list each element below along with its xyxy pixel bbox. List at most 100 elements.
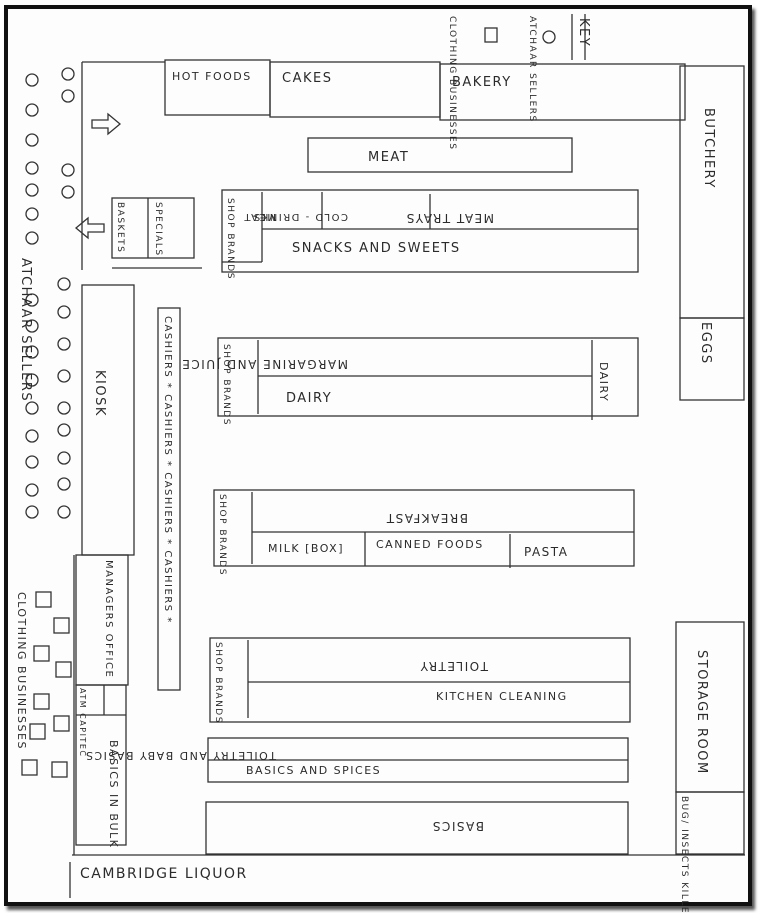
meat-small-label: MEAT <box>243 211 276 222</box>
shop-brands-2-label: SHOP BRANDS <box>221 344 231 426</box>
atchaar-seller-marker <box>57 505 71 519</box>
clothing-business-marker <box>51 761 68 778</box>
hot-foods-label: HOT FOODS <box>172 70 252 83</box>
eggs-counter <box>679 317 745 401</box>
exit-arrow-icon <box>74 216 105 240</box>
meat-label: MEAT <box>368 150 409 165</box>
eggs-label: EGGS <box>698 322 713 365</box>
cambridge-liquor-label: CAMBRIDGE LIQUOR <box>80 866 248 882</box>
basics-spices-label: BASICS AND SPICES <box>246 764 381 777</box>
key-title: KEY <box>576 18 591 47</box>
atchaar-seller-marker <box>25 161 39 175</box>
dairy-end-label: DAIRY <box>597 362 610 402</box>
aisle-1 <box>221 189 639 273</box>
shop-brands-4-label: SHOP BRANDS <box>213 642 223 724</box>
atchaar-seller-marker <box>25 293 39 307</box>
hot-foods-counter <box>164 59 271 116</box>
map-frame <box>4 5 752 906</box>
atm-capitec-label: ATM CAPITEC <box>78 688 87 757</box>
atchaar-seller-marker <box>57 423 71 437</box>
aisle-2 <box>217 337 639 417</box>
storage-room-label: STORAGE ROOM <box>694 650 709 775</box>
shop-brands-3-label: SHOP BRANDS <box>217 494 227 576</box>
toiletry-label: TOILETRY <box>419 659 489 673</box>
cashiers-lane <box>157 307 181 691</box>
atchaar-seller-marker <box>57 477 71 491</box>
atchaar-seller-marker <box>57 369 71 383</box>
atchaar-seller-marker <box>57 337 71 351</box>
atchaar-seller-marker <box>25 207 39 221</box>
basics-in-bulk-label: BASICS IN BULK <box>107 740 120 848</box>
clothing-business-marker <box>35 591 52 608</box>
atchaar-seller-marker <box>25 73 39 87</box>
bug-killers-counter <box>675 791 745 855</box>
snacks-label: SNACKS AND SWEETS <box>292 241 461 256</box>
key-clothing-label: CLOTHING BUSINESSES <box>447 16 457 150</box>
specials-label: SPECIALS <box>153 202 163 257</box>
clothing-business-marker <box>33 693 50 710</box>
atchaar-seller-marker <box>57 401 71 415</box>
atchaar-seller-marker <box>61 89 75 103</box>
kitchen-cleaning-label: KITCHEN CLEANING <box>436 690 568 703</box>
clothing-business-marker <box>33 645 50 662</box>
basics-label: BASICS <box>431 819 484 833</box>
atchaar-seller-marker <box>25 429 39 443</box>
atchaar-seller-marker <box>57 451 71 465</box>
baskets-label: BASKETS <box>115 202 125 253</box>
square-symbol-icon <box>484 27 498 43</box>
pasta-label: PASTA <box>524 545 568 559</box>
atchaar-seller-marker <box>61 185 75 199</box>
aisle-6 <box>205 801 629 855</box>
storage-room <box>675 621 745 793</box>
atchaar-sellers-label: ATCHAAR SELLERS <box>18 258 33 402</box>
atchaar-seller-marker <box>25 133 39 147</box>
atchaar-seller-marker <box>25 345 39 359</box>
clothing-business-marker <box>21 759 38 776</box>
canned-foods-label: CANNED FOODS <box>376 538 484 551</box>
baskets-specials-box <box>111 197 195 259</box>
bug-killers-label: BUG/ INSECTS KILLERS <box>679 796 689 913</box>
atchaar-seller-marker <box>25 373 39 387</box>
clothing-business-marker <box>29 723 46 740</box>
cashiers-label: CASHIERS * CASHIERS * CASHIERS * CASHIER… <box>162 316 173 624</box>
aisle-4 <box>209 637 631 723</box>
toiletry-baby-label: TOILETRY AND BABY BASICS <box>85 749 278 762</box>
atchaar-seller-marker <box>25 483 39 497</box>
kiosk <box>81 284 135 556</box>
atchaar-seller-marker <box>25 103 39 117</box>
clothing-business-marker <box>53 715 70 732</box>
dairy-label: DAIRY <box>286 391 332 406</box>
atchaar-seller-marker <box>57 305 71 319</box>
milk-box-label: MILK [BOX] <box>268 542 344 555</box>
bakery-label: BAKERY <box>452 75 512 90</box>
atchaar-seller-marker <box>25 183 39 197</box>
managers-office-label: MANAGERS OFFICE <box>103 560 114 678</box>
clothing-markers <box>21 591 72 778</box>
atchaar-seller-marker <box>61 163 75 177</box>
managers-office <box>75 554 129 686</box>
atchaar-seller-marker <box>25 505 39 519</box>
kiosk-label: KIOSK <box>92 370 107 417</box>
margarine-label: MARGARINE AND JUICE <box>181 357 348 371</box>
atchaar-seller-marker <box>61 67 75 81</box>
clothing-business-marker <box>55 661 72 678</box>
bakery-counter <box>439 63 686 121</box>
butchery-label: BUTCHERY <box>701 108 716 189</box>
cold-drinks-label: COLD - DRINKS <box>252 211 348 222</box>
atchaar-seller-marker <box>25 319 39 333</box>
shop-brands-1-label: SHOP BRANDS <box>225 198 235 280</box>
basics-in-bulk <box>75 684 127 846</box>
clothing-businesses-label: CLOTHING BUSINESSES <box>15 592 28 750</box>
atchaar-sellers-markers <box>25 67 75 519</box>
clothing-business-marker <box>53 617 70 634</box>
key-atchaar-label: ATCHAAR SELLERS <box>527 16 537 123</box>
circle-symbol-icon <box>542 30 556 44</box>
entrance-arrow-icon <box>91 112 122 136</box>
butchery-counter <box>679 65 745 319</box>
atchaar-seller-marker <box>25 401 39 415</box>
breakfast-label: BREAKFAST <box>385 511 468 525</box>
atchaar-seller-marker <box>57 277 71 291</box>
meat-shelf <box>307 137 573 173</box>
meat-trays-label: MEAT TRAYS <box>405 211 494 225</box>
